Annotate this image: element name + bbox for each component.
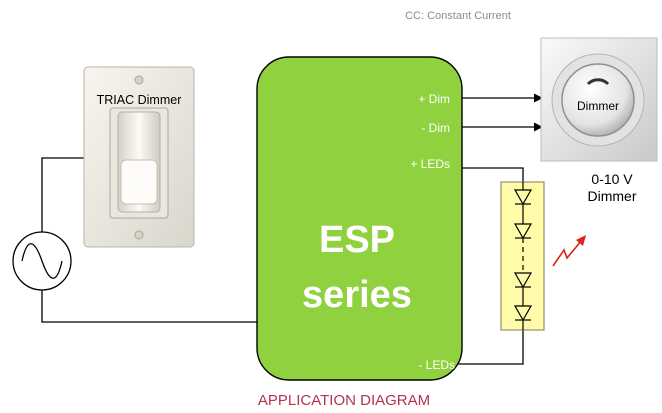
esp-driver: ESP series + Dim - Dim + LEDs - LEDs <box>256 56 463 381</box>
driver-title-line2: series <box>302 274 412 316</box>
pin-leds-minus: - LEDs <box>418 358 455 372</box>
pin-dim-minus: - Dim <box>421 121 450 135</box>
pin-dim-plus: + Dim <box>418 92 450 106</box>
wire-leds-minus <box>455 330 524 365</box>
sine-wave-icon <box>21 243 63 279</box>
zero-to-ten-volt-dimmer: Dimmer 0-10 V Dimmer <box>540 37 658 204</box>
triac-dimmer-label: TRIAC Dimmer <box>97 93 182 107</box>
diagram-caption: APPLICATION DIAGRAM <box>258 392 430 409</box>
wiring <box>41 93 543 365</box>
ac-source <box>12 231 72 291</box>
constant-current-note: CC: Constant Current <box>405 10 511 22</box>
knob-indicator-icon <box>586 78 610 86</box>
dimmer-caption-line2: Dimmer <box>588 188 637 204</box>
triac-dimmer-switch: TRIAC Dimmer <box>83 66 195 248</box>
driver-title-line1: ESP <box>319 219 395 261</box>
pin-leds-plus: + LEDs <box>410 157 450 171</box>
dimmer-knob-label: Dimmer <box>577 99 619 113</box>
led-string <box>500 181 586 331</box>
wire-source-to-driver <box>41 290 258 323</box>
wire-switch-to-source <box>41 157 84 232</box>
wire-leds-plus <box>455 167 524 182</box>
light-emission-icon <box>552 235 586 267</box>
dimmer-caption-line1: 0-10 V <box>591 171 633 187</box>
